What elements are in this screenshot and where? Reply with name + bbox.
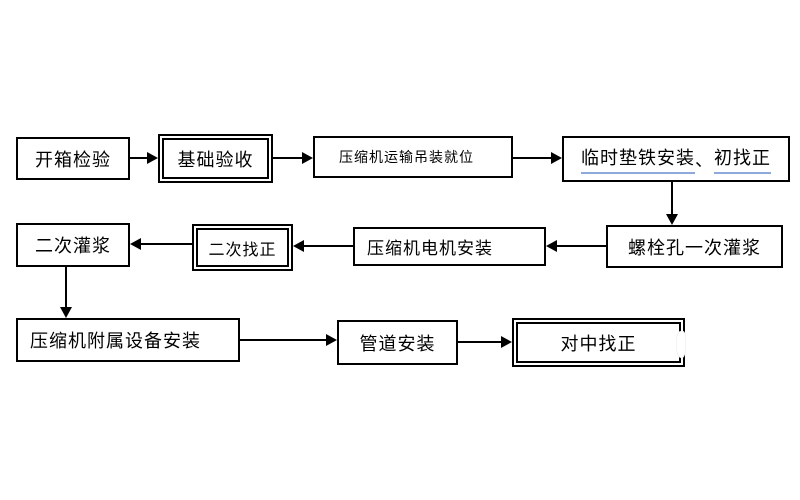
arrow-left-icon: [293, 240, 304, 252]
double-border-inner: 对中找正: [516, 322, 681, 363]
flow-node-label: 压缩机电机安装: [367, 239, 493, 258]
flow-arrow-line: [458, 341, 501, 343]
flow-arrow-line: [130, 157, 147, 159]
arrow-right-icon: [326, 334, 337, 346]
flow-node-unboxing-inspection: 开箱检验: [16, 137, 130, 180]
flow-arrow-line: [65, 267, 67, 307]
arrow-right-icon: [147, 152, 158, 164]
arrow-right-icon: [302, 152, 313, 164]
label-separator: 、: [695, 150, 714, 170]
flow-node-label: 压缩机附属设备安装: [30, 331, 201, 351]
flow-arrow-line: [304, 245, 353, 247]
arrow-down-icon: [60, 307, 72, 318]
flow-node-label: 开箱检验: [35, 149, 111, 170]
flow-arrow-line: [273, 157, 302, 159]
arrow-left-icon: [546, 240, 557, 252]
watermark-artifact: [676, 331, 686, 358]
flow-node-foundation-acceptance: 基础验收: [158, 134, 273, 183]
flow-node-compressor-transport-hoisting: 压缩机运输吊装就位: [313, 136, 513, 178]
flow-node-label: 对中找正: [560, 333, 637, 354]
flow-node-label: 管道安装: [359, 333, 436, 354]
flow-node-temporary-shim-initial-alignment: 临时垫铁安装、初找正: [562, 136, 790, 182]
double-border-inner: 二次找正: [196, 228, 289, 267]
flow-node-second-alignment: 二次找正: [192, 224, 293, 271]
flow-node-label: 螺栓孔一次灌浆: [628, 237, 761, 258]
flow-node-bolt-hole-first-grouting: 螺栓孔一次灌浆: [606, 225, 783, 268]
flow-node-compressor-auxiliary-equipment: 压缩机附属设备安装: [16, 318, 240, 362]
flow-arrow-line: [671, 182, 673, 214]
flow-arrow-line: [513, 157, 551, 159]
flow-arrow-line: [240, 339, 326, 341]
arrow-right-icon: [551, 152, 562, 164]
flow-node-compressor-motor-installation: 压缩机电机安装: [353, 227, 546, 266]
arrow-down-icon: [666, 214, 678, 225]
flow-node-centering-alignment: 对中找正: [512, 318, 685, 367]
arrow-right-icon: [501, 336, 512, 348]
underlined-label-part: 临时垫铁安装: [581, 144, 695, 174]
flow-node-label: 二次找正: [208, 241, 277, 259]
flow-arrow-line: [557, 245, 606, 247]
underlined-label-part: 初找正: [714, 144, 771, 174]
flow-node-label: 基础验收: [177, 149, 254, 170]
flow-node-label: 压缩机运输吊装就位: [339, 149, 474, 165]
flow-node-piping-installation: 管道安装: [337, 320, 458, 365]
arrow-left-icon: [130, 238, 141, 250]
flow-arrow-line: [141, 243, 192, 245]
double-border-inner: 基础验收: [162, 138, 269, 179]
flow-node-label: 二次灌浆: [35, 236, 111, 256]
flow-node-second-grouting: 二次灌浆: [16, 223, 130, 267]
